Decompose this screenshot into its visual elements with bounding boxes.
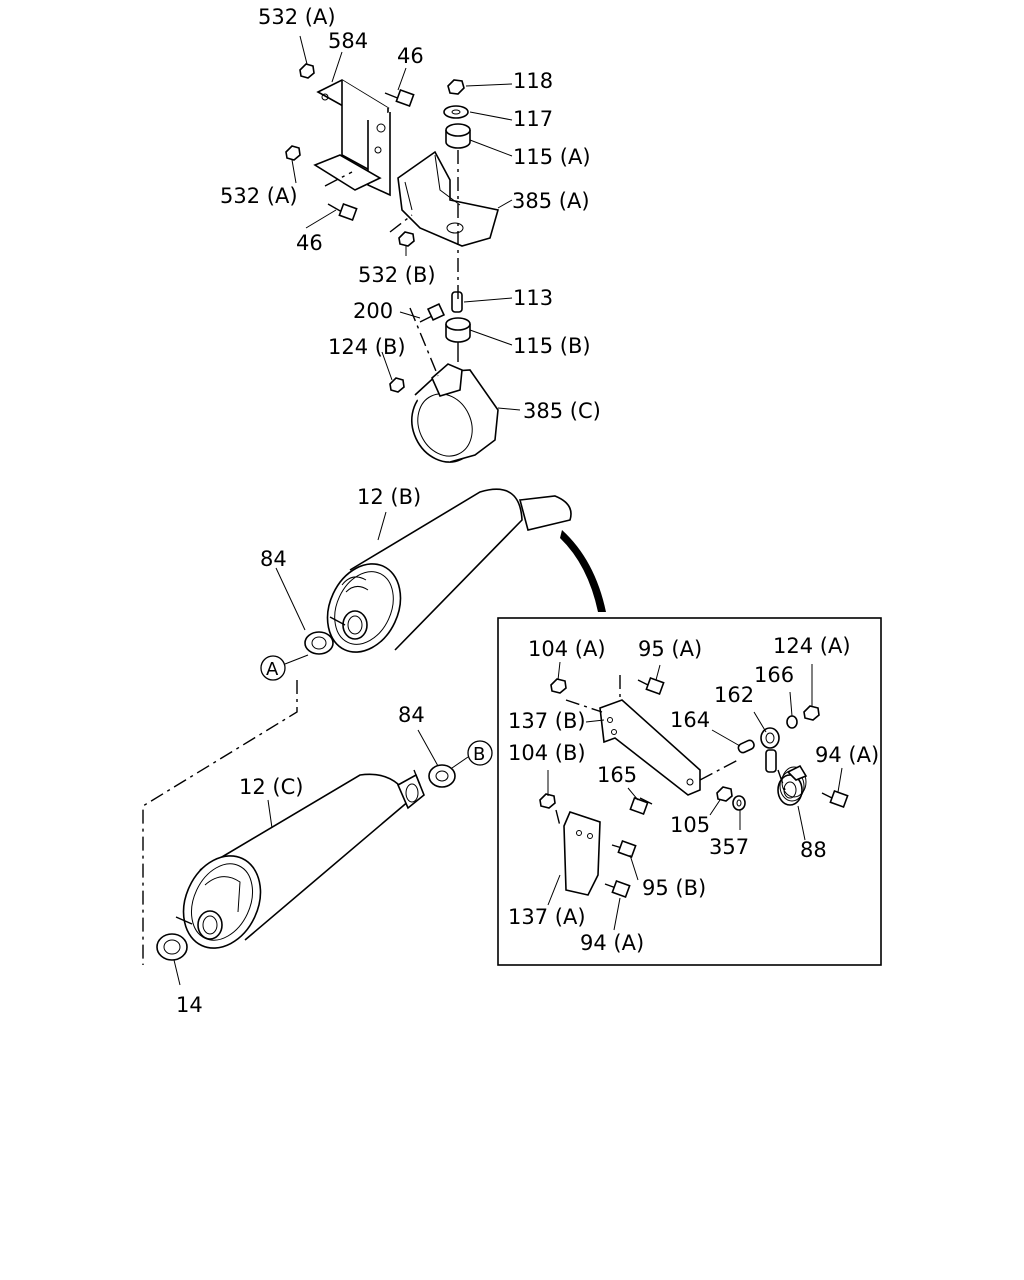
label-162: 162 xyxy=(714,683,754,707)
label-105: 105 xyxy=(670,813,710,837)
label-104a: 104 (A) xyxy=(528,637,606,661)
nut-124b xyxy=(389,377,405,393)
label-12c: 12 (C) xyxy=(239,775,303,799)
part-labels: 532 (A) 584 46 118 117 115 (A) 532 (A) 3… xyxy=(176,5,601,1017)
reference-circle-b xyxy=(451,740,493,769)
label-584: 584 xyxy=(328,29,368,53)
inset-parts xyxy=(539,661,849,931)
label-94a-bottom: 94 (A) xyxy=(580,931,644,955)
gasket-84-upper xyxy=(304,631,334,655)
nut-532a-left xyxy=(285,145,301,161)
label-532a-top: 532 (A) xyxy=(258,5,336,29)
nut-118 xyxy=(447,79,465,95)
label-124b: 124 (B) xyxy=(328,335,406,359)
detail-inset-frame xyxy=(497,617,882,966)
label-200: 200 xyxy=(353,299,393,323)
label-165: 165 xyxy=(597,763,637,787)
label-95b: 95 (B) xyxy=(642,876,706,900)
washer-117 xyxy=(443,105,469,119)
label-84-upper: 84 xyxy=(260,547,287,571)
label-385c: 385 (C) xyxy=(523,399,601,423)
detail-arrow xyxy=(560,530,606,612)
nut-532a-top xyxy=(299,63,315,79)
bracket-385a-part xyxy=(397,150,500,247)
spring-88 xyxy=(777,764,808,806)
label-12b: 12 (B) xyxy=(357,485,421,509)
label-124a: 124 (A) xyxy=(773,634,851,658)
rubber-115a xyxy=(445,123,471,149)
label-84-lower: 84 xyxy=(398,703,425,727)
label-95a: 95 (A) xyxy=(638,637,702,661)
label-circle-b: B xyxy=(473,744,485,765)
label-166: 166 xyxy=(754,663,794,687)
label-94a-right: 94 (A) xyxy=(815,743,879,767)
label-137b: 137 (B) xyxy=(508,709,586,733)
bolt-46-top xyxy=(384,88,415,108)
label-115b: 115 (B) xyxy=(513,334,591,358)
hanger-assembly xyxy=(285,35,521,463)
label-118: 118 xyxy=(513,69,553,93)
label-113: 113 xyxy=(513,286,553,310)
reference-circle-a xyxy=(260,654,309,681)
label-46-top: 46 xyxy=(397,44,424,68)
pin-113 xyxy=(451,291,463,313)
label-14: 14 xyxy=(176,993,203,1017)
label-88: 88 xyxy=(800,838,827,862)
label-357: 357 xyxy=(709,835,749,859)
label-532a-left: 532 (A) xyxy=(220,184,298,208)
bracket-584-part xyxy=(313,79,391,197)
label-circle-a: A xyxy=(266,659,279,680)
muffler-12c-part xyxy=(175,769,425,949)
label-115a: 115 (A) xyxy=(513,145,591,169)
inset-labels: 104 (A) 95 (A) 124 (A) 166 162 137 (B) 1… xyxy=(508,634,879,955)
gasket-84-lower xyxy=(428,764,456,788)
nut-532b xyxy=(398,231,415,247)
gasket-14 xyxy=(156,933,188,961)
label-385a: 385 (A) xyxy=(512,189,590,213)
bolt-46-bottom xyxy=(327,202,358,222)
label-104b: 104 (B) xyxy=(508,741,586,765)
label-117: 117 xyxy=(513,107,553,131)
bolt-200 xyxy=(419,302,446,323)
muffler-12b-part xyxy=(326,488,572,653)
label-532b: 532 (B) xyxy=(358,263,436,287)
label-137a: 137 (A) xyxy=(508,905,586,929)
rubber-115b xyxy=(445,317,471,362)
label-46-bottom: 46 xyxy=(296,231,323,255)
label-164: 164 xyxy=(670,708,710,732)
clamp-band-385c xyxy=(411,363,499,463)
